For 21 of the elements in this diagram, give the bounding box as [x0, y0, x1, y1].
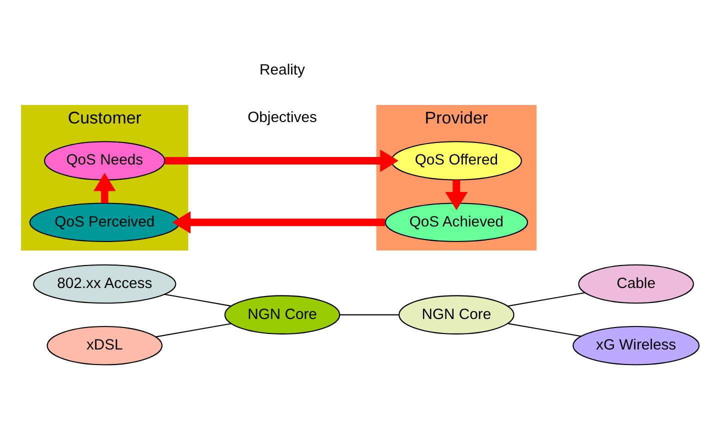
- connector: [508, 322, 582, 336]
- node-ellipse: NGN Core: [224, 294, 340, 334]
- arrow: [93, 172, 116, 203]
- label: Reality: [260, 62, 305, 78]
- node-ellipse: QoS Offered: [390, 140, 522, 180]
- node-ellipse: 802.xx Access: [33, 264, 176, 304]
- node-ellipse: xDSL: [46, 325, 163, 365]
- node-ellipse: QoS Achieved: [384, 202, 528, 242]
- label: Objectives: [248, 110, 317, 126]
- node-ellipse: NGN Core: [398, 294, 514, 334]
- connector: [508, 292, 585, 306]
- connector: [340, 314, 399, 315]
- arrow: [445, 179, 468, 210]
- arrow: [172, 210, 386, 234]
- arrow: [165, 149, 398, 172]
- node-ellipse: QoS Needs: [44, 140, 166, 180]
- node-ellipse: xG Wireless: [572, 325, 700, 365]
- connector: [156, 322, 232, 337]
- node-ellipse: Cable: [578, 264, 694, 304]
- connector: [164, 293, 232, 306]
- node-ellipse: QoS Perceived: [29, 202, 180, 242]
